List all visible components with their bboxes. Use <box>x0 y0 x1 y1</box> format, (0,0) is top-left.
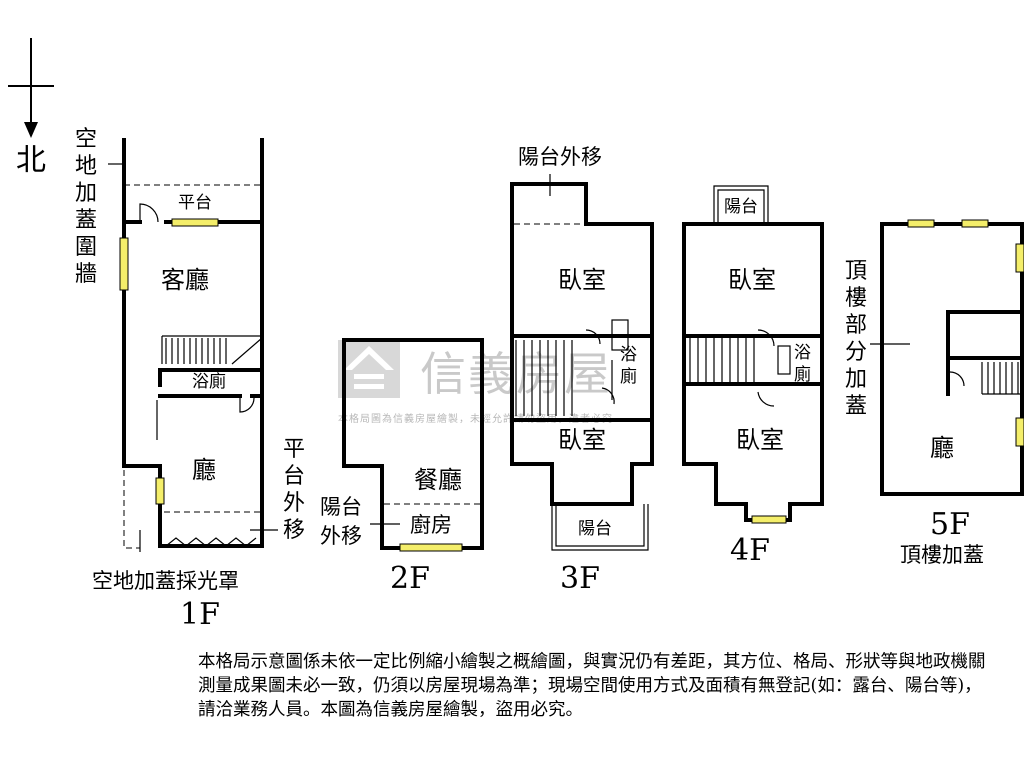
room-hall-1f: 廳 <box>192 456 216 484</box>
label-annex-enclosure-1f: 空地加蓋圍牆 <box>74 127 97 287</box>
room-bedroom-4f-top: 臥室 <box>728 266 776 294</box>
room-bedroom-3f-top: 臥室 <box>558 266 606 294</box>
room-bath-3f-2: 廁 <box>620 366 637 387</box>
room-balcony-4f: 陽台 <box>724 197 758 217</box>
floor-2-plan <box>342 338 484 552</box>
floor-label-1f: 1F <box>180 597 220 632</box>
room-dining-2f: 餐廳 <box>414 466 462 494</box>
floor-1-plan <box>108 138 278 552</box>
disclaimer-text: 本格局示意圖係未依一定比例縮小繪製之概繪圖，與實況仍有差距，其方位、格局、形狀等… <box>198 652 986 720</box>
floor-label-5f: 5F <box>930 507 970 542</box>
room-bathroom-1f: 浴廁 <box>192 371 226 392</box>
room-hall-5f: 廳 <box>930 434 954 462</box>
north-label: 北 <box>16 143 46 178</box>
label-balcony-moved-2f-a: 陽台 <box>320 495 362 519</box>
label-rooftop-note-5f: 頂樓部分加蓋 <box>844 259 867 419</box>
floor-5-plan <box>870 219 1024 496</box>
room-bedroom-4f-bottom: 臥室 <box>736 426 784 454</box>
label-skylight-1f: 空地加蓋採光罩 <box>92 569 239 593</box>
north-arrow-icon <box>8 38 54 138</box>
label-balcony-moved-3f: 陽台外移 <box>518 145 602 169</box>
floor-plan: 北 <box>8 38 1024 632</box>
label-rooftop-5f: 頂樓加蓋 <box>900 543 984 567</box>
floor-4-plan <box>682 185 824 524</box>
room-bath-4f-1: 浴 <box>794 343 811 363</box>
room-bath-3f-1: 浴 <box>620 345 637 365</box>
room-balcony-3f: 陽台 <box>578 519 612 539</box>
floor-3-plan <box>510 174 654 551</box>
brand-logo-icon <box>338 340 400 398</box>
room-platform-1f: 平台 <box>178 193 212 213</box>
label-balcony-moved-2f: 外移 <box>320 524 362 548</box>
floor-label-2f: 2F <box>390 561 430 596</box>
label-platform-moved-1f: 平台外移 <box>282 437 305 543</box>
watermark-brand: 信義房屋 <box>420 347 612 401</box>
floor-label-3f: 3F <box>560 561 600 596</box>
room-bath-4f-2: 廁 <box>794 364 811 385</box>
room-bedroom-3f-bottom: 臥室 <box>558 426 606 454</box>
room-kitchen-2f: 廚房 <box>410 513 452 537</box>
watermark-notice: 本格局圖為信義房屋繪製，未經允許請勿盜用，違者必究 <box>338 414 613 425</box>
room-living-1f: 客廳 <box>161 266 209 294</box>
floor-label-4f: 4F <box>730 533 770 568</box>
